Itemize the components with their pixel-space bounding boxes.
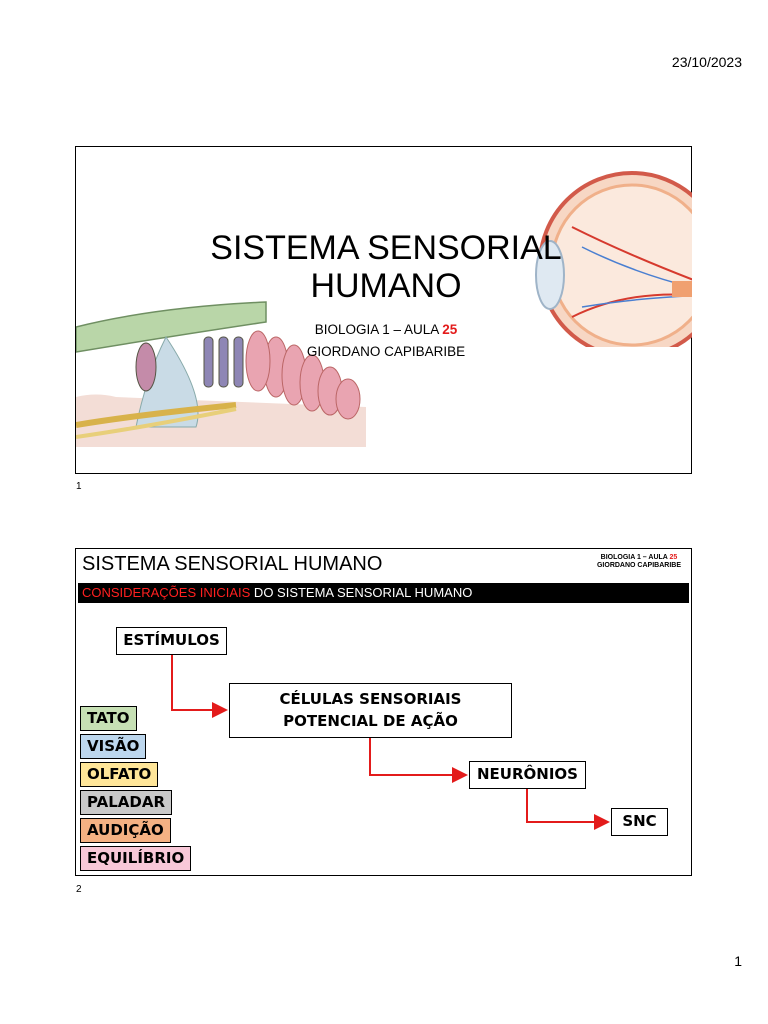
slide-1-number: 1 [76, 481, 82, 492]
cochlea-illustration [76, 301, 366, 447]
slide-1-title: SISTEMA SENSORIAL HUMANO [136, 229, 636, 305]
cells-line-2: POTENCIAL DE AÇÃO [283, 712, 458, 730]
box-sensory-cells: CÉLULAS SENSORIAIS POTENCIAL DE AÇÃO [229, 683, 512, 738]
section-bar: CONSIDERAÇÕES INICIAIS DO SISTEMA SENSOR… [78, 583, 689, 603]
page-number: 1 [734, 953, 742, 969]
title-line-2: HUMANO [310, 267, 462, 305]
sense-taste: PALADAR [80, 790, 173, 815]
sense-balance: EQUILÍBRIO [80, 846, 192, 871]
arrow-neurons-to-cns [526, 789, 610, 830]
section-highlight: CONSIDERAÇÕES INICIAIS [82, 585, 251, 600]
cells-line-1: CÉLULAS SENSORIAIS [279, 690, 462, 708]
sense-touch: TATO [80, 706, 137, 731]
author-name: GIORDANO CAPIBARIBE [596, 562, 681, 569]
slide-1-subtitle: BIOLOGIA 1 – AULA 25 GIORDANO CAPIBARIBE [226, 319, 546, 363]
sense-smell: OLFATO [80, 762, 159, 787]
flow-arrows [171, 655, 610, 830]
sense-hearing: AUDIÇÃO [80, 818, 171, 843]
slide-2-number: 2 [76, 884, 82, 895]
box-stimuli: ESTÍMULOS [116, 627, 227, 655]
author-name: GIORDANO CAPIBARIBE [306, 344, 466, 359]
lesson-number: 25 [442, 322, 458, 337]
slide-1: SISTEMA SENSORIAL HUMANO BIOLOGIA 1 – AU… [75, 146, 692, 474]
slide-2: SISTEMA SENSORIAL HUMANO BIOLOGIA 1 – AU… [75, 548, 692, 876]
eye-illustration [535, 171, 692, 347]
course-label: BIOLOGIA 1 – AULA [314, 322, 443, 337]
box-cns: SNC [611, 808, 668, 836]
arrow-cells-to-neurons [369, 738, 468, 783]
title-line-1: SISTEMA SENSORIAL [210, 229, 562, 267]
slide-2-title: SISTEMA SENSORIAL HUMANO [82, 553, 383, 575]
box-neurons: NEURÔNIOS [469, 761, 586, 789]
section-text: DO SISTEMA SENSORIAL HUMANO [250, 585, 473, 600]
page-date: 23/10/2023 [671, 54, 742, 70]
slide-2-course-info: BIOLOGIA 1 – AULA 25 GIORDANO CAPIBARIBE [597, 554, 681, 570]
sense-vision: VISÃO [80, 734, 147, 759]
lesson-number: 25 [669, 554, 678, 561]
arrow-stimuli-to-cells [171, 655, 228, 718]
course-label: BIOLOGIA 1 – AULA [600, 554, 670, 561]
